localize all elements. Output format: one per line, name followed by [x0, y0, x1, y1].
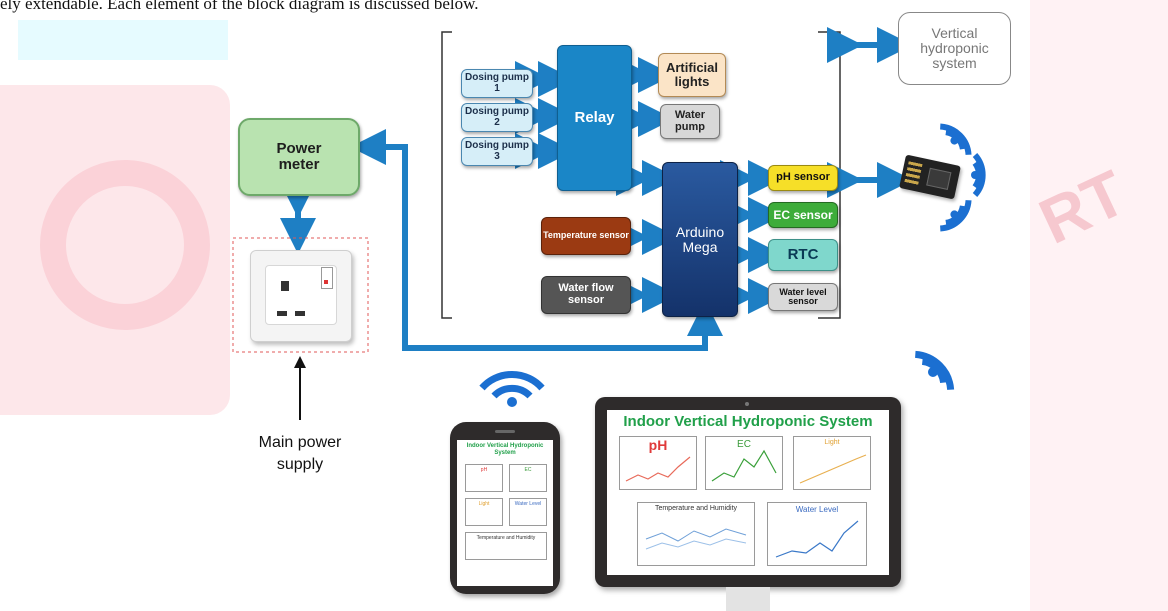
phone-speaker [495, 430, 515, 433]
phone-chart-water-level: Water Level [509, 498, 547, 526]
power-outlet-icon [250, 250, 352, 342]
relay-block: Relay [557, 45, 632, 191]
arduino-mega-block: Arduino Mega [662, 162, 738, 317]
water-level-sensor-block: Water level sensor [768, 283, 838, 311]
artificial-lights-block: Artificial lights [658, 53, 726, 97]
vertical-hydroponic-system-block: Vertical hydroponic system [898, 12, 1011, 85]
wifi-icon [939, 123, 972, 156]
monitor-chart-light: Light [793, 436, 871, 490]
wifi-icon [914, 350, 955, 391]
phone-chart-light: Light [465, 498, 503, 526]
ph-sensor-block: pH sensor [768, 165, 838, 191]
monitor-stand [726, 587, 770, 611]
wifi-icon [939, 199, 972, 232]
monitor-chart-water-level: Water Level [767, 502, 867, 566]
wifi-icon [479, 371, 545, 407]
power-meter-block: Power meter [238, 118, 360, 196]
wifi-icon [971, 153, 986, 197]
water-flow-sensor-block: Water flow sensor [541, 276, 631, 314]
dosing-pump-3-block: Dosing pump 3 [461, 137, 533, 166]
dosing-pump-2-block: Dosing pump 2 [461, 103, 533, 132]
monitor-chart-ph: pH [619, 436, 697, 490]
water-pump-block: Water pump [660, 104, 720, 139]
phone-screen: Indoor Vertical Hydroponic System pH EC … [457, 440, 553, 586]
ec-sensor-block: EC sensor [768, 202, 838, 228]
watermark-band-right [1030, 0, 1168, 611]
watermark-band-cyan [18, 20, 228, 60]
temperature-sensor-block: Temperature sensor [541, 217, 631, 255]
phone-chart-temp-humidity: Temperature and Humidity [465, 532, 547, 560]
monitor-device: Indoor Vertical Hydroponic System pH EC … [595, 397, 901, 587]
phone-chart-ph: pH [465, 464, 503, 492]
rtc-block: RTC [768, 239, 838, 271]
dosing-pump-1-block: Dosing pump 1 [461, 69, 533, 98]
phone-chart-ec: EC [509, 464, 547, 492]
monitor-camera [745, 402, 749, 406]
monitor-dashboard-title: Indoor Vertical Hydroponic System [623, 413, 873, 430]
smartphone-device: Indoor Vertical Hydroponic System pH EC … [450, 422, 560, 594]
phone-dashboard-title: Indoor Vertical Hydroponic System [466, 443, 544, 456]
monitor-screen: Indoor Vertical Hydroponic System pH EC … [607, 410, 889, 575]
monitor-chart-temp-humidity: Temperature and Humidity [637, 502, 755, 566]
caption-text: ely extendable. Each element of the bloc… [0, 0, 479, 13]
monitor-chart-ec: EC [705, 436, 783, 490]
main-power-supply-label: Main power supply [258, 434, 342, 474]
